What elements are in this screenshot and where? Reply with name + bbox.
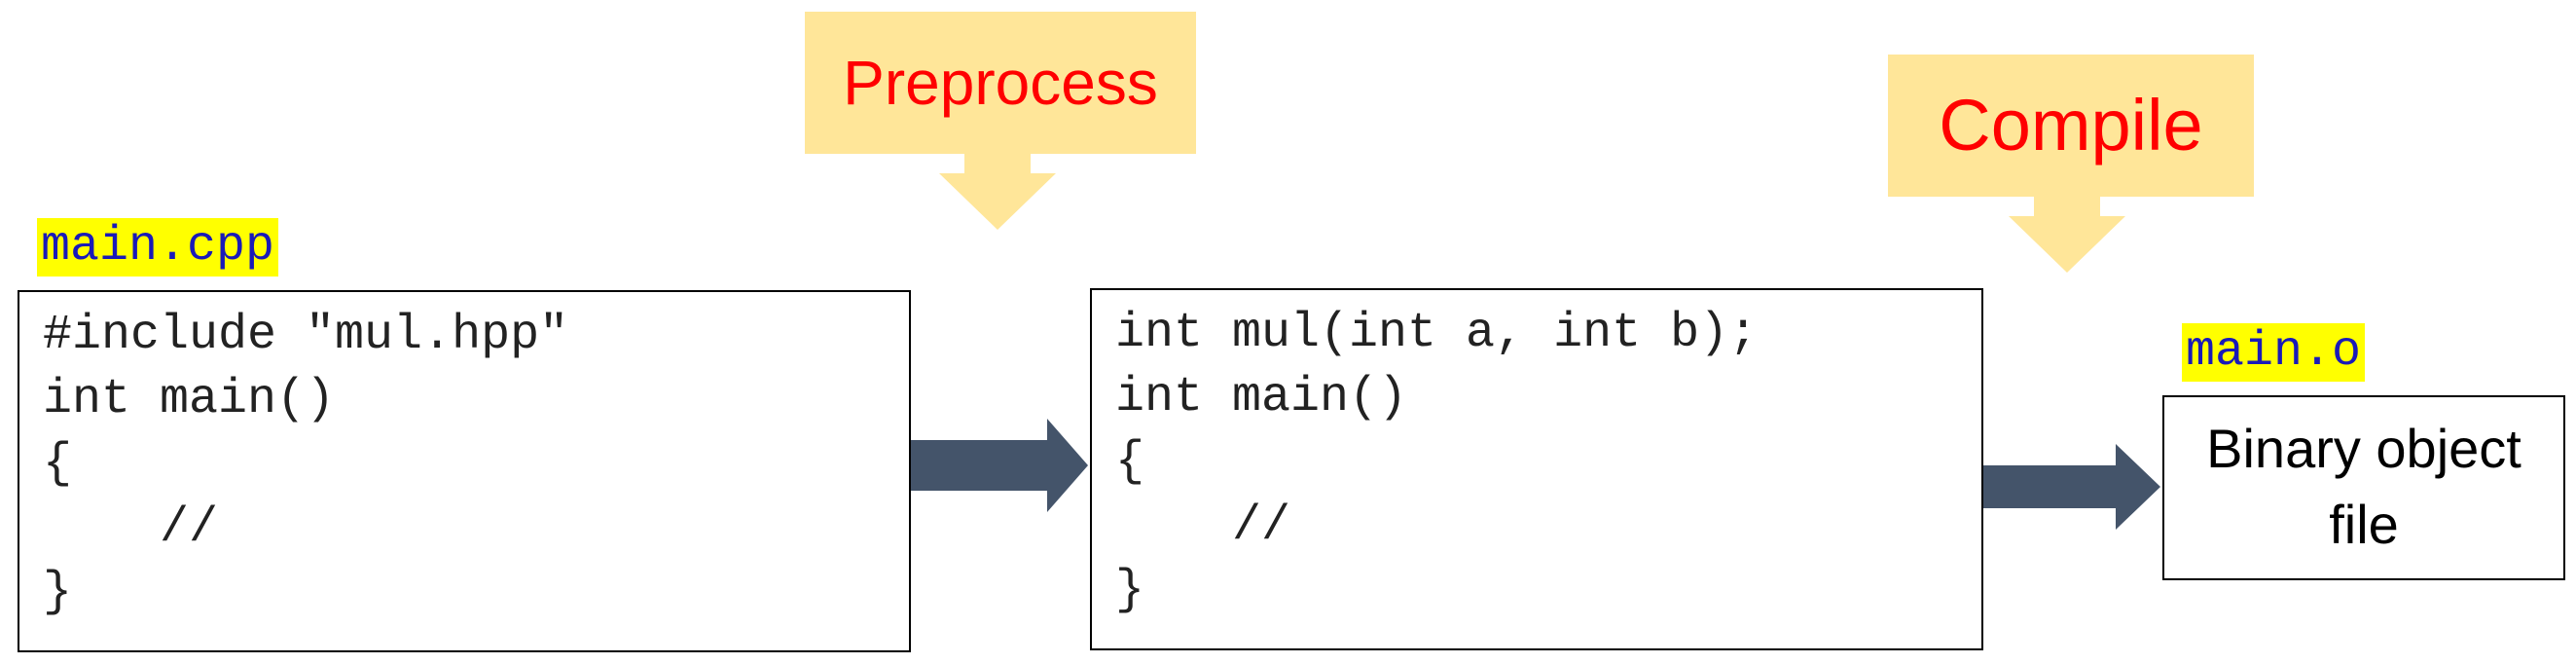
object-file-description-line1: Binary object (2206, 418, 2522, 479)
code-line: } (43, 565, 73, 620)
object-file-box: Binary object file (2162, 395, 2565, 580)
code-line: int main() (43, 372, 336, 427)
source-file-label: main.cpp (37, 218, 279, 277)
compile-callout-pointer (2009, 197, 2125, 273)
code-line: int main() (1115, 370, 1408, 425)
preprocess-label: Preprocess (805, 12, 1196, 154)
code-line: } (1115, 563, 1145, 618)
object-file-label: main.o (2182, 323, 2366, 382)
object-file-description-line2: file (2329, 494, 2399, 555)
source-code-box: #include "mul.hpp" int main() { // } (18, 290, 911, 652)
preprocess-callout-pointer (939, 154, 1056, 230)
code-line: // (1115, 498, 1291, 554)
code-line: { (43, 436, 73, 492)
preprocess-callout: Preprocess (805, 12, 1196, 230)
compile-label: Compile (1888, 55, 2254, 197)
code-line: #include "mul.hpp" (43, 308, 569, 363)
compile-callout: Compile (1888, 55, 2254, 275)
preprocessed-code-box: int mul(int a, int b); int main() { // } (1090, 288, 1983, 650)
flow-arrow-compile (1983, 444, 2160, 530)
flow-arrow-preprocess (911, 419, 1088, 512)
code-line: // (43, 500, 219, 556)
code-line: { (1115, 434, 1145, 490)
code-line: int mul(int a, int b); (1115, 306, 1759, 361)
